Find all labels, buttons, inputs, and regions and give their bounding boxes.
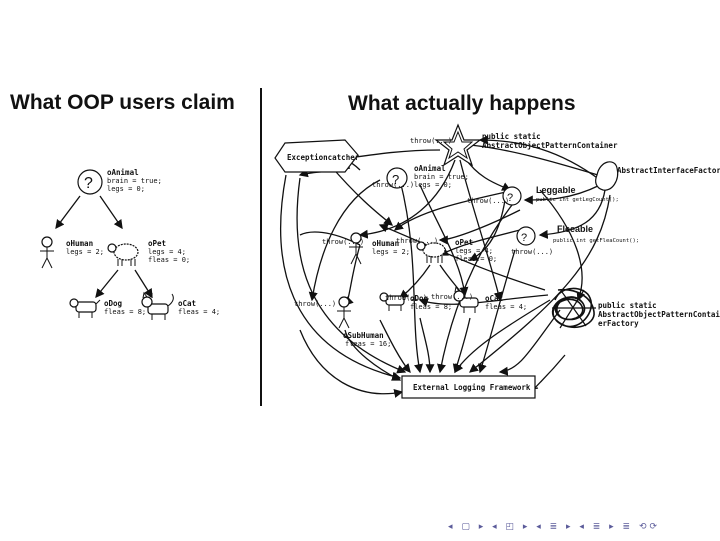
sheep-icon — [416, 241, 446, 263]
claim-human-line: legs = 2; — [66, 248, 104, 256]
claim-animal-name: oAnimal — [107, 168, 139, 177]
container-label: AbstractObjectPatternContainer — [482, 141, 618, 150]
claim-arrow — [99, 195, 123, 230]
left-title: What OOP users claim — [10, 91, 235, 114]
throw-label: throw(...) — [467, 197, 509, 205]
claim-cat-name: oCat — [178, 299, 196, 308]
dog-icon — [69, 298, 101, 318]
logging-framework-node: External Logging Framework — [401, 375, 536, 399]
dog-icon — [379, 292, 405, 311]
interface-factory-label: AbstractInterfaceFactory — [617, 166, 720, 175]
container-label: public static — [482, 132, 541, 141]
factory-label: erFactory — [598, 319, 639, 328]
exception-catcher-node: Exceptioncatcher — [274, 139, 360, 173]
claim-animal-line: brain = true; — [107, 177, 162, 185]
logging-framework-label: External Logging Framework — [413, 383, 531, 392]
throw-label: throw(...) — [431, 293, 473, 301]
claim-diagram: ? oAnimal brain = true; legs = 0; oHuman… — [40, 168, 220, 320]
exception-catcher-label: Exceptioncatcher — [287, 153, 360, 162]
question-mark-icon: ? — [386, 167, 408, 189]
claim-pet-name: oPet — [148, 239, 166, 248]
throw-label: throw(...) — [372, 181, 414, 189]
svg-text:?: ? — [521, 232, 527, 244]
actual-dog-name: oDog — [410, 294, 429, 303]
throw-label: throw(...) — [396, 237, 438, 245]
actual-human-name: oHuman — [372, 239, 399, 248]
claim-dog-name: oDog — [104, 299, 123, 308]
claim-cat-line: fleas = 4; — [178, 308, 220, 316]
throw-label: throw(...) — [385, 294, 427, 302]
throw-label: throw(...) — [322, 238, 364, 246]
actual-animal-line: brain = true; — [414, 173, 469, 181]
fleeable-label: Fleeable — [557, 224, 593, 234]
actual-cat-name: oCat — [485, 294, 503, 303]
sheep-icon — [107, 243, 139, 266]
throw-label: throw(...) — [410, 137, 452, 145]
actual-pet-line: legs = 4; — [455, 247, 493, 255]
claim-pet-line: fleas = 0; — [148, 256, 190, 264]
svg-text:?: ? — [507, 192, 513, 204]
scribble-icon — [551, 287, 596, 329]
claim-arrow — [95, 269, 119, 299]
claim-arrow — [134, 269, 153, 299]
factory-label: public static — [598, 301, 657, 310]
stick-figure-icon — [349, 232, 363, 265]
actual-pet-name: oPet — [455, 238, 473, 247]
svg-text:?: ? — [392, 172, 399, 187]
star-icon — [434, 123, 482, 167]
subhuman-name: oSubHuman — [343, 331, 384, 340]
leggable-method: public int getLegCount(); — [536, 197, 619, 203]
claim-human-name: oHuman — [66, 239, 93, 248]
navigation-bar[interactable]: ◂ ▢ ▸ ◂ ◰ ▸ ◂ ≣ ▸ ◂ ≣ ▸ ≣ ⟲⟳ — [448, 522, 661, 532]
throw-label: throw(...) — [511, 248, 553, 256]
fleeable-node: ? — [516, 226, 536, 246]
stick-figure-icon — [40, 236, 54, 269]
fleeable-method: public int getFleaCount(); — [553, 238, 639, 244]
claim-animal-line: legs = 0; — [107, 185, 145, 193]
stick-figure-icon — [337, 296, 351, 329]
question-mark-icon: ? — [77, 169, 103, 195]
actual-cat-line: fleas = 4; — [485, 303, 527, 311]
interface-factory-node — [595, 161, 619, 191]
svg-text:?: ? — [84, 175, 93, 192]
actual-animal-name: oAnimal — [414, 164, 446, 173]
actual-diagram: Exceptioncatcher public static AbstractO… — [274, 123, 720, 399]
claim-dog-line: fleas = 8; — [104, 308, 146, 316]
actual-dog-line: fleas = 8; — [410, 303, 452, 311]
right-title: What actually happens — [348, 92, 576, 115]
divider — [260, 88, 262, 406]
leggable-node: ? — [502, 186, 522, 206]
subhuman-line: fleas = 16; — [345, 340, 391, 348]
actual-pet-line: fleas = 0; — [455, 255, 497, 263]
throw-label: throw(...) — [294, 300, 336, 308]
factory-label: AbstractObjectPatternContain — [598, 310, 720, 319]
claim-arrow — [55, 195, 81, 230]
cat-icon — [453, 285, 479, 313]
claim-pet-line: legs = 4; — [148, 248, 186, 256]
leggable-label: Leggable — [536, 185, 576, 195]
actual-animal-line: legs = 0; — [414, 181, 452, 189]
cat-icon — [141, 291, 174, 320]
actual-human-line: legs = 2; — [372, 248, 410, 256]
